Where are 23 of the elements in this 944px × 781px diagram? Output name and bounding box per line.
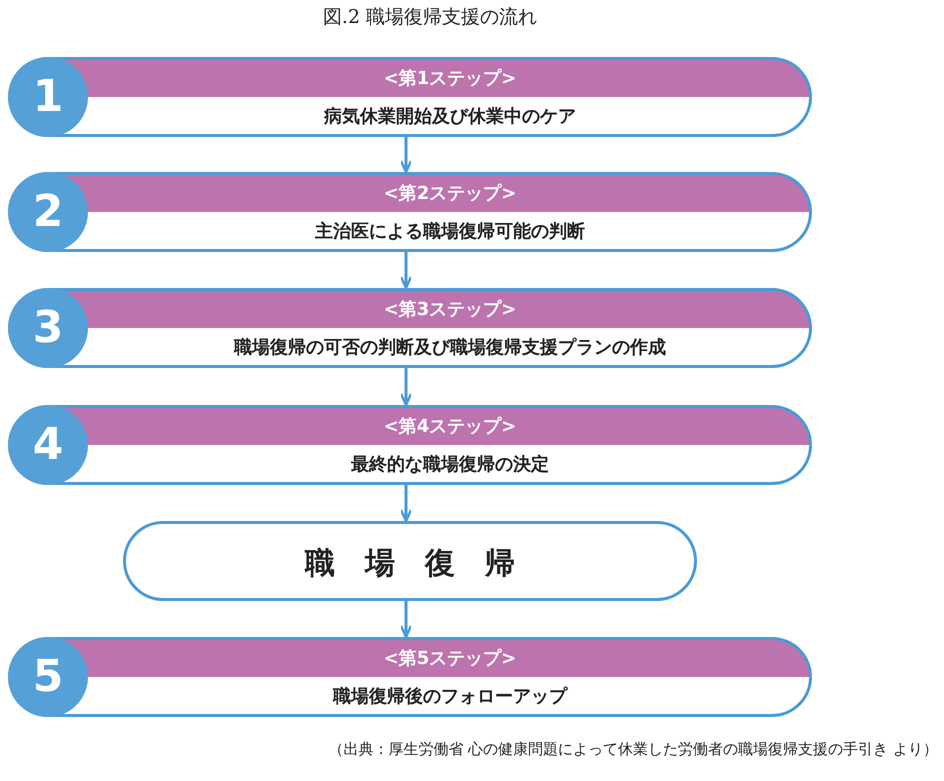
- step-number: 3: [8, 288, 88, 368]
- step-number: 1: [8, 57, 88, 137]
- step-heading: <第5ステップ>: [382, 647, 518, 671]
- step-description: 職場復帰後のフォローアップ: [332, 685, 569, 709]
- step-heading: <第3ステップ>: [382, 298, 518, 322]
- source-note: （出典：厚生労働省 心の健康問題によって休業した労働者の職場復帰支援の手引き より）: [328, 740, 938, 759]
- step-description: 病気休業開始及び休業中のケア: [322, 105, 577, 129]
- step-heading: <第2ステップ>: [382, 182, 518, 206]
- arrow: [400, 485, 412, 522]
- step-number: 5: [8, 637, 88, 717]
- arrow: [400, 252, 412, 290]
- step-description: 職場復帰の可否の判断及び職場復帰支援プランの作成: [232, 336, 667, 360]
- step-number: 2: [8, 172, 88, 252]
- step-heading: <第4ステップ>: [382, 415, 518, 439]
- step-number: 4: [8, 405, 88, 485]
- step-heading: <第1ステップ>: [382, 67, 518, 91]
- step-description: 最終的な職場復帰の決定: [350, 453, 550, 477]
- arrow: [400, 368, 412, 406]
- figure-title: 図.2 職場復帰支援の流れ: [322, 5, 538, 30]
- box-label: 職場復帰: [304, 545, 546, 583]
- arrow: [400, 137, 412, 174]
- step-description: 主治医による職場復帰可能の判断: [314, 220, 586, 244]
- arrow: [400, 601, 412, 638]
